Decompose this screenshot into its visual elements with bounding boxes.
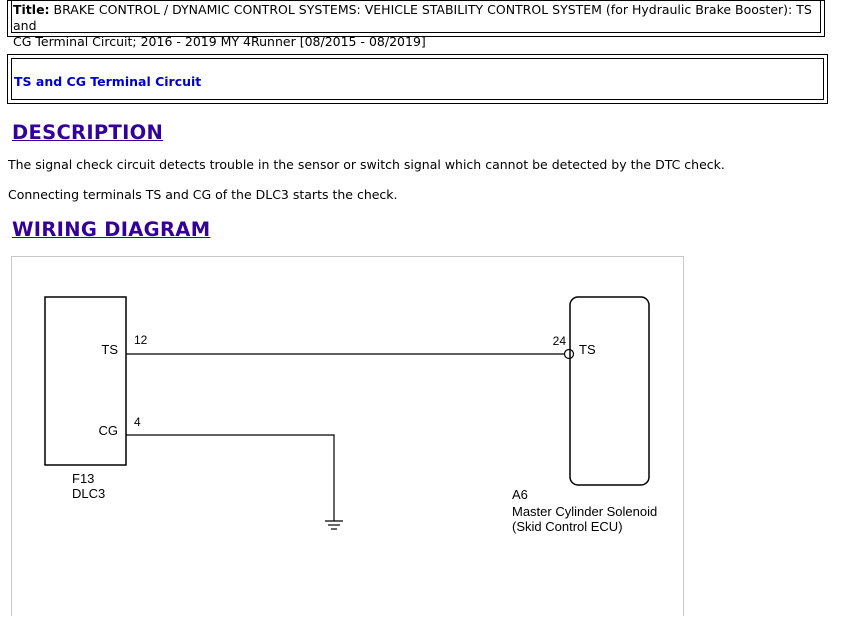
ecu-code: A6 <box>512 487 528 502</box>
dlc3-pin-cg-number: 4 <box>134 415 141 429</box>
dlc3-code: F13 <box>72 471 94 486</box>
ecu-name-line-1: Master Cylinder Solenoid <box>512 504 657 519</box>
title-line-1: BRAKE CONTROL / DYNAMIC CONTROL SYSTEMS:… <box>13 2 812 33</box>
description-heading: DESCRIPTION <box>12 121 164 144</box>
wiring-diagram-svg: TS 12 CG 4 F13 DLC3 24 TS A6 Master Cyli… <box>44 296 657 534</box>
cg-wire <box>126 434 335 521</box>
ecu-pin-ts-number: 24 <box>553 334 567 348</box>
description-paragraph-2: Connecting terminals TS and CG of the DL… <box>8 187 398 202</box>
dlc3-connector-box <box>44 296 127 466</box>
title-line-2: CG Terminal Circuit; 2016 - 2019 MY 4Run… <box>13 34 426 49</box>
ecu-name-line-2: (Skid Control ECU) <box>512 519 623 534</box>
title-text: Title: BRAKE CONTROL / DYNAMIC CONTROL S… <box>11 1 821 49</box>
dlc3-pin-ts-label: TS <box>101 342 118 357</box>
dlc3-pin-ts-number: 12 <box>134 333 148 347</box>
title-box: Title: BRAKE CONTROL / DYNAMIC CONTROL S… <box>7 0 825 49</box>
dlc3-pin-cg-label: CG <box>99 423 119 438</box>
ts-terminal-circle <box>563 348 575 360</box>
description-paragraph-1: The signal check circuit detects trouble… <box>8 157 725 172</box>
title-label: Title: <box>13 2 50 17</box>
subtitle: TS and CG Terminal Circuit <box>11 58 824 100</box>
dlc3-name: DLC3 <box>72 486 105 501</box>
ecu-connector-box <box>569 296 650 486</box>
wiring-diagram: TS 12 CG 4 F13 DLC3 24 TS A6 Master Cyli… <box>11 256 684 616</box>
ecu-pin-ts-label: TS <box>579 342 596 357</box>
subtitle-box: TS and CG Terminal Circuit <box>7 54 828 104</box>
wiring-diagram-heading: WIRING DIAGRAM <box>12 218 211 241</box>
ground-icon <box>325 520 343 530</box>
